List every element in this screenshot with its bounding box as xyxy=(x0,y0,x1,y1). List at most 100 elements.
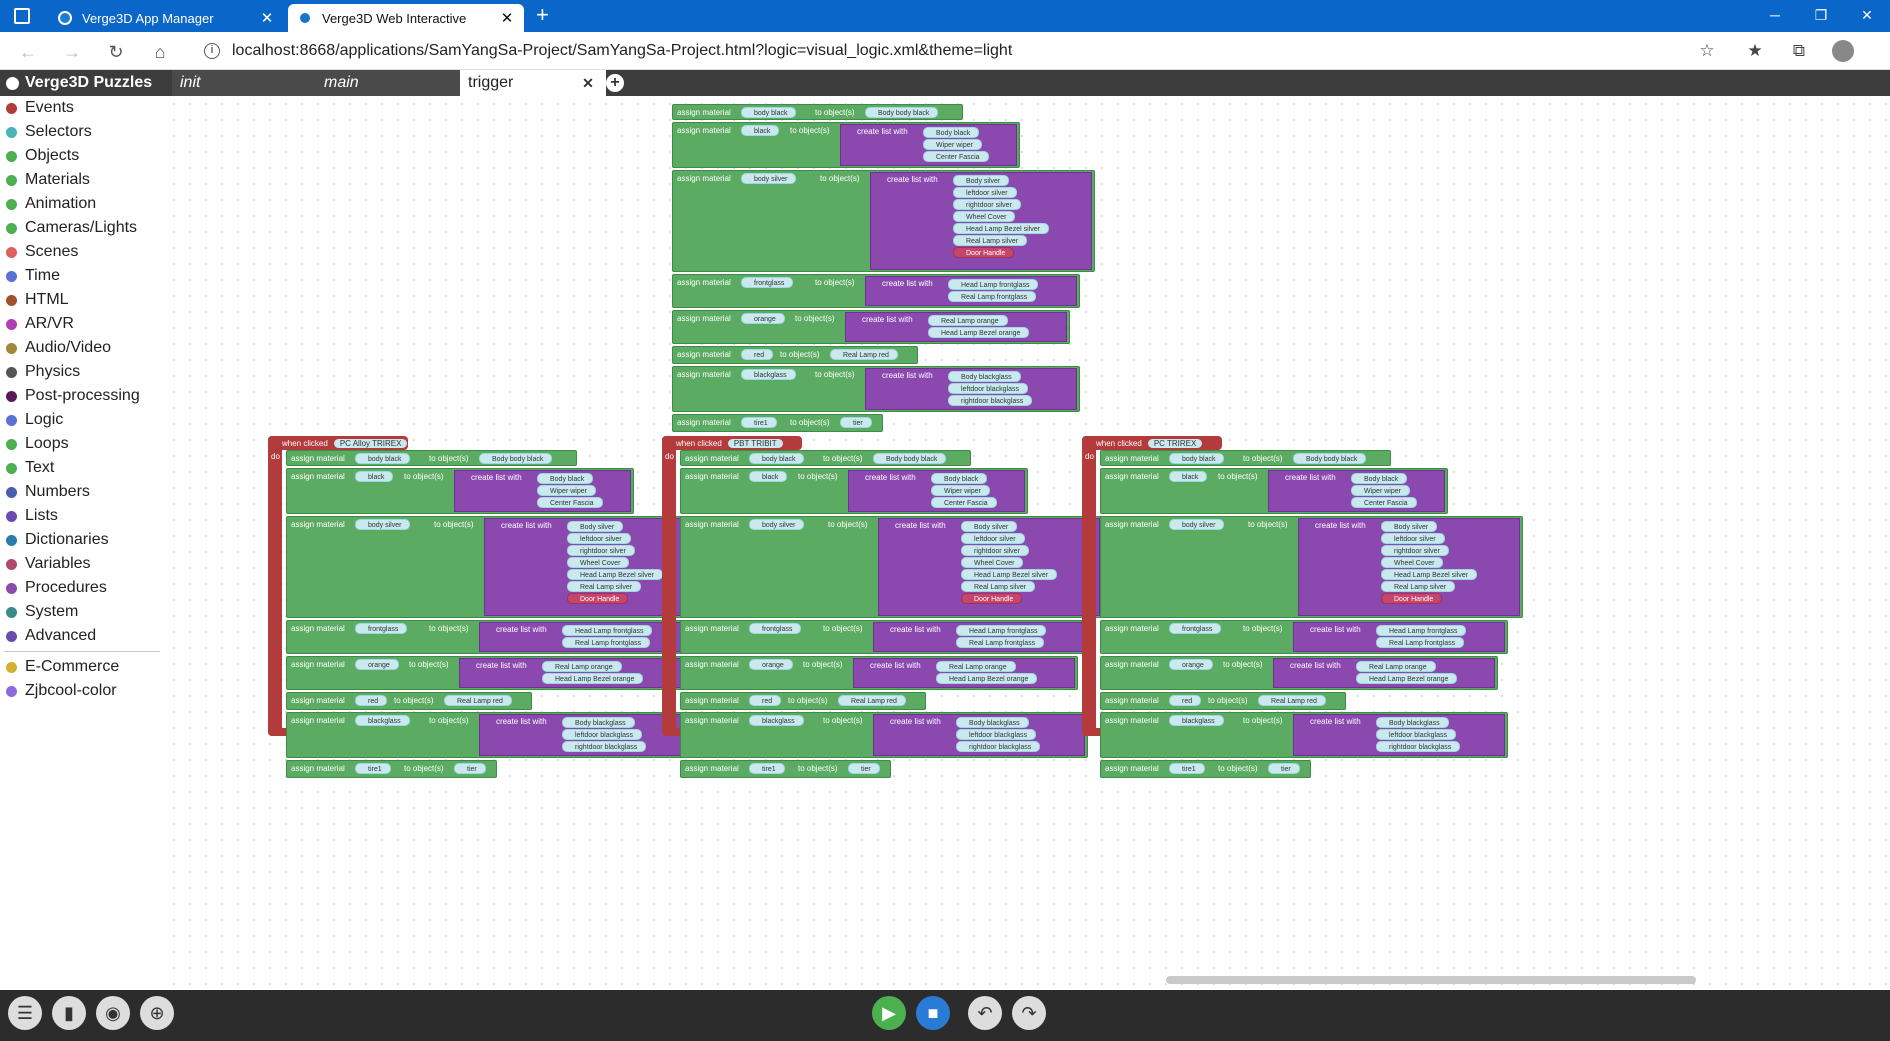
material-selector[interactable]: frontglass xyxy=(749,623,802,634)
object-selector[interactable]: Wiper wiper xyxy=(931,485,990,496)
object-selector[interactable]: Door Handle xyxy=(1381,593,1443,604)
target-icon[interactable]: ⊕ xyxy=(140,996,174,1030)
undo-icon[interactable]: ↶ xyxy=(968,996,1002,1030)
object-selector[interactable]: Head Lamp Bezel orange xyxy=(928,327,1030,338)
toolbox-category-e-commerce[interactable]: E-Commerce xyxy=(0,655,166,679)
when-clicked-block[interactable] xyxy=(268,436,282,736)
object-selector[interactable]: leftdoor silver xyxy=(953,187,1017,198)
material-selector[interactable]: frontglass xyxy=(741,277,794,288)
object-selector[interactable]: rightdoor silver xyxy=(1381,545,1449,556)
object-selector[interactable]: leftdoor blackglass xyxy=(1376,729,1456,740)
forward-icon[interactable]: → xyxy=(63,42,81,62)
object-selector[interactable]: Head Lamp frontglass xyxy=(1376,625,1467,636)
when-clicked-block[interactable] xyxy=(1082,436,1096,736)
object-selector[interactable]: Body body black xyxy=(1293,453,1367,464)
add-tab-icon[interactable]: + xyxy=(606,74,624,92)
toolbox-category-variables[interactable]: Variables xyxy=(0,552,166,576)
object-selector[interactable]: rightdoor silver xyxy=(961,545,1029,556)
object-selector[interactable]: Center Fascia xyxy=(537,497,603,508)
object-selector[interactable]: Real Lamp red xyxy=(444,695,512,706)
object-selector[interactable]: leftdoor blackglass xyxy=(562,729,642,740)
home-icon[interactable]: ⌂ xyxy=(154,42,166,62)
object-selector[interactable]: Real Lamp red xyxy=(1258,695,1326,706)
browser-tab-web-interactive[interactable]: Verge3D Web Interactive ✕ xyxy=(288,4,524,32)
object-selector[interactable]: Real Lamp frontglass xyxy=(1376,637,1465,648)
favorite-add-icon[interactable]: ☆ xyxy=(1699,41,1715,60)
object-selector[interactable]: Wiper wiper xyxy=(923,139,982,150)
toolbox-category-cameras-lights[interactable]: Cameras/Lights xyxy=(0,216,166,240)
toolbox-category-dictionaries[interactable]: Dictionaries xyxy=(0,528,166,552)
material-selector[interactable]: orange xyxy=(749,659,793,670)
toolbox-category-animation[interactable]: Animation xyxy=(0,192,166,216)
object-selector[interactable]: rightdoor silver xyxy=(953,199,1021,210)
object-selector[interactable]: Head Lamp frontglass xyxy=(956,625,1047,636)
toolbox-category-procedures[interactable]: Procedures xyxy=(0,576,166,600)
material-selector[interactable]: blackglass xyxy=(1169,715,1224,726)
material-selector[interactable]: red xyxy=(355,695,388,706)
object-selector[interactable]: Head Lamp frontglass xyxy=(562,625,653,636)
object-selector[interactable]: tier xyxy=(1268,763,1300,774)
minimize-icon[interactable]: ─ xyxy=(1770,7,1780,23)
object-selector[interactable]: Real Lamp silver xyxy=(567,581,642,592)
material-selector[interactable]: orange xyxy=(1169,659,1213,670)
maximize-icon[interactable]: ❐ xyxy=(1814,7,1828,23)
object-selector[interactable]: Real Lamp orange xyxy=(542,661,622,672)
library-icon[interactable]: ☰ xyxy=(8,996,42,1030)
material-selector[interactable]: red xyxy=(749,695,782,706)
object-selector[interactable]: Body blackglass xyxy=(1376,717,1449,728)
material-selector[interactable]: blackglass xyxy=(355,715,410,726)
toolbox-category-objects[interactable]: Objects xyxy=(0,144,166,168)
material-selector[interactable]: body silver xyxy=(741,173,797,184)
profile-avatar[interactable] xyxy=(1832,40,1854,62)
close-tab-icon[interactable]: ✕ xyxy=(580,75,596,91)
material-selector[interactable]: body black xyxy=(749,453,805,464)
material-selector[interactable]: frontglass xyxy=(1169,623,1222,634)
object-selector[interactable]: Head Lamp frontglass xyxy=(948,279,1039,290)
run-icon[interactable]: ▶ xyxy=(872,996,906,1030)
material-selector[interactable]: tire1 xyxy=(1169,763,1205,774)
object-selector[interactable]: Real Lamp orange xyxy=(928,315,1008,326)
browser-menu-icon[interactable] xyxy=(14,8,30,24)
material-selector[interactable]: blackglass xyxy=(741,369,796,380)
material-selector[interactable]: black xyxy=(1169,471,1208,482)
redo-icon[interactable]: ↷ xyxy=(1012,996,1046,1030)
material-selector[interactable]: body black xyxy=(1169,453,1225,464)
reload-icon[interactable]: ↻ xyxy=(108,42,124,62)
object-selector[interactable]: tier xyxy=(848,763,880,774)
object-selector[interactable]: Body black xyxy=(923,127,980,138)
object-selector[interactable]: rightdoor blackglass xyxy=(956,741,1041,752)
object-selector[interactable]: Door Handle xyxy=(567,593,629,604)
toolbox-category-ar-vr[interactable]: AR/VR xyxy=(0,312,166,336)
toolbox-category-advanced[interactable]: Advanced xyxy=(0,624,166,648)
trigger-object-selector[interactable]: PC Alloy TRIREX xyxy=(333,438,408,448)
object-selector[interactable]: Body blackglass xyxy=(562,717,635,728)
save-icon[interactable]: ■ xyxy=(916,996,950,1030)
toolbox-category-selectors[interactable]: Selectors xyxy=(0,120,166,144)
camera-icon[interactable]: ◉ xyxy=(96,996,130,1030)
when-clicked-block[interactable] xyxy=(662,436,676,736)
